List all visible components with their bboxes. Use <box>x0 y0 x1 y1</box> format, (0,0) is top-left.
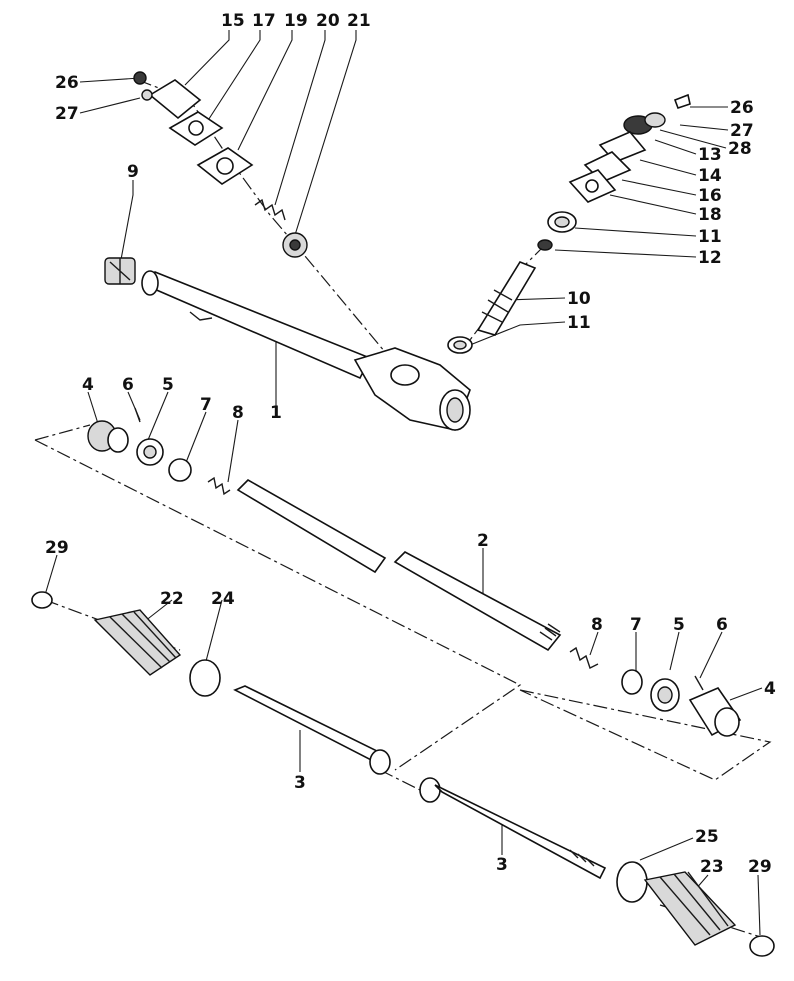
label-29-left: 29 <box>45 538 69 558</box>
label-5-left: 5 <box>162 375 174 395</box>
leader-lines <box>44 30 763 936</box>
label-29-right: 29 <box>748 857 772 877</box>
cap-13-28 <box>623 112 666 135</box>
clip-29-left <box>31 591 53 609</box>
label-22: 22 <box>160 589 184 609</box>
cover-plate-15 <box>133 71 202 120</box>
label-21: 21 <box>347 11 371 31</box>
ring-5-left <box>136 438 164 466</box>
label-8-right: 8 <box>591 615 603 635</box>
bearing-11-upper <box>547 211 577 233</box>
gasket-18 <box>568 169 617 203</box>
label-25: 25 <box>695 827 719 847</box>
pin-6-left <box>134 407 141 423</box>
bush-4-right <box>688 687 742 737</box>
gasket-19 <box>196 147 254 185</box>
label-3-left: 3 <box>294 773 306 793</box>
label-18: 18 <box>698 205 722 225</box>
bearing-11-lower <box>447 336 473 354</box>
washer-7-left <box>168 458 192 482</box>
plunger-21 <box>282 232 308 258</box>
label-3-right: 3 <box>496 855 508 875</box>
label-10: 10 <box>567 289 591 309</box>
pinion-10 <box>476 261 537 336</box>
label-9: 9 <box>127 162 139 182</box>
label-28: 28 <box>728 139 752 159</box>
spring-8-right <box>569 646 599 669</box>
label-26-left: 26 <box>55 73 79 93</box>
label-1: 1 <box>270 403 282 423</box>
label-16: 16 <box>698 186 722 206</box>
spring-8-left <box>207 476 231 496</box>
bush-4-left <box>87 420 129 453</box>
label-15: 15 <box>221 11 245 31</box>
axis-lines <box>34 79 772 941</box>
tie-rod-3-right <box>419 777 607 880</box>
label-2: 2 <box>477 531 489 551</box>
label-11-upper: 11 <box>698 227 722 247</box>
boot-22 <box>93 609 182 676</box>
label-24: 24 <box>211 589 235 609</box>
label-11-lower: 11 <box>567 313 591 333</box>
ring-5-right <box>650 678 680 712</box>
label-7-right: 7 <box>630 615 642 635</box>
bolt-26-right <box>673 93 691 110</box>
label-6-left: 6 <box>122 375 134 395</box>
ring-12 <box>537 239 553 251</box>
gasket-17 <box>168 111 224 146</box>
label-13: 13 <box>698 145 722 165</box>
label-27-left: 27 <box>55 104 79 124</box>
label-19: 19 <box>284 11 308 31</box>
label-4-left: 4 <box>82 375 94 395</box>
label-23: 23 <box>700 857 724 877</box>
label-6-right: 6 <box>716 615 728 635</box>
boot-23 <box>643 871 737 946</box>
clamp-24 <box>189 659 221 697</box>
clip-29-right <box>749 935 775 957</box>
washer-7-right <box>621 669 643 695</box>
label-5-right: 5 <box>673 615 685 635</box>
label-4-right: 4 <box>764 679 776 699</box>
label-20: 20 <box>316 11 340 31</box>
label-26-right: 26 <box>730 98 754 118</box>
pin-6-right <box>694 675 704 691</box>
clamp-25 <box>616 861 648 903</box>
label-8-left: 8 <box>232 403 244 423</box>
label-27-right: 27 <box>730 121 754 141</box>
tie-rod-3-left <box>233 685 391 775</box>
label-7-left: 7 <box>200 395 212 415</box>
label-17: 17 <box>252 11 276 31</box>
rack-housing-1 <box>141 270 471 431</box>
spring-20 <box>254 198 286 221</box>
nut-9 <box>104 257 136 285</box>
part-labels: 15 17 19 20 21 26 27 26 27 13 28 14 16 1… <box>45 11 776 877</box>
label-14: 14 <box>698 166 722 186</box>
rack-2 <box>236 479 562 652</box>
label-12: 12 <box>698 248 722 268</box>
